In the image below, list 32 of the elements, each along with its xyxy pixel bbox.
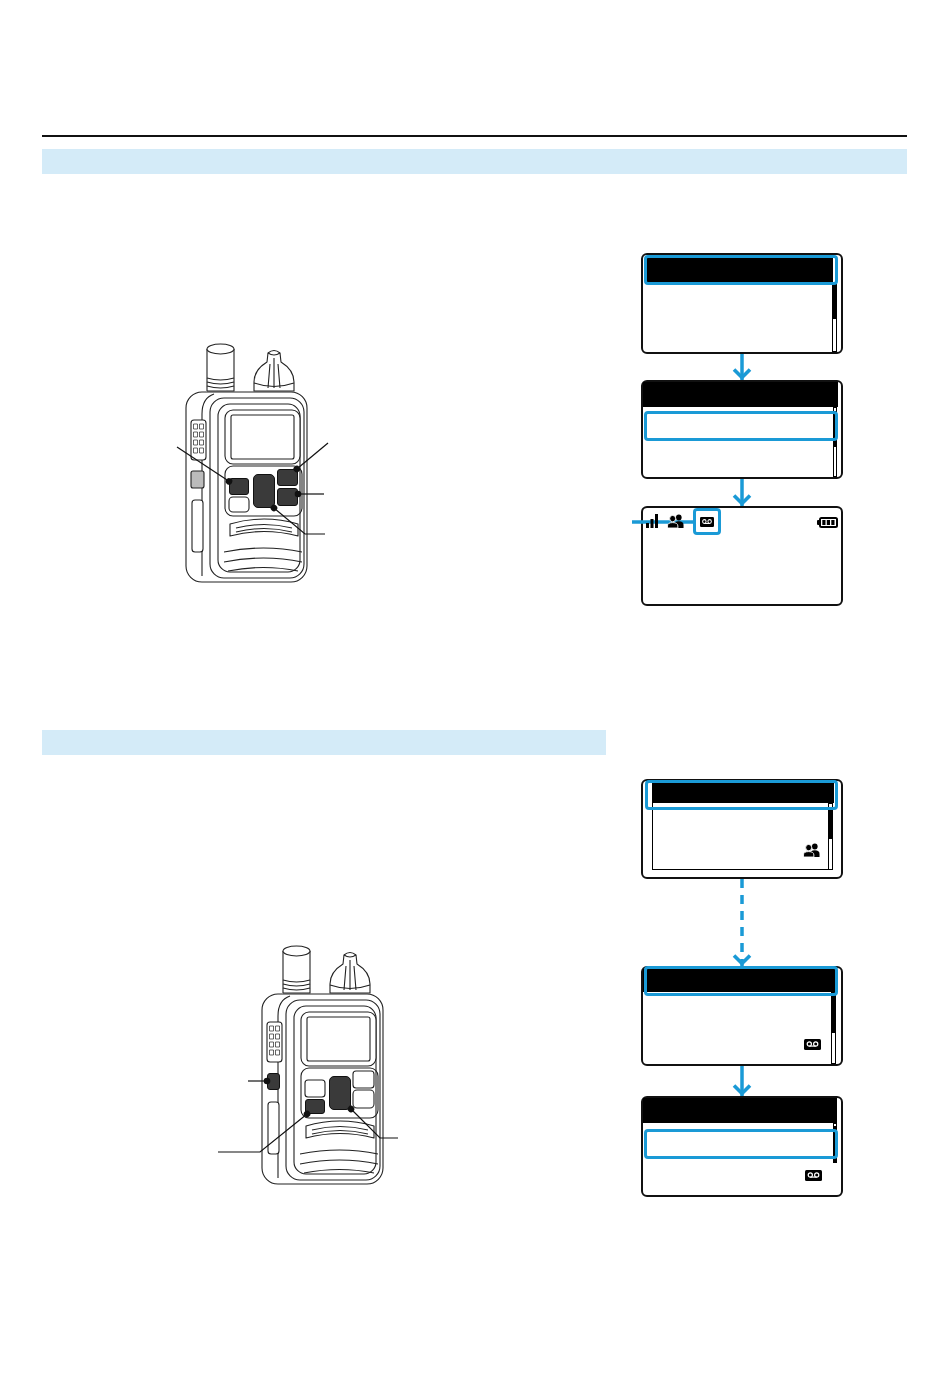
section-heading-band — [42, 149, 907, 174]
flow-arrow — [732, 354, 752, 380]
radio-key — [253, 474, 275, 508]
lcd-screen — [641, 1096, 843, 1197]
lcd-screen — [641, 380, 843, 479]
radio-key — [277, 469, 298, 486]
leader-line — [347, 1105, 399, 1139]
lcd-screen — [641, 779, 843, 879]
leader-line — [247, 1077, 271, 1085]
radio-key — [305, 1099, 325, 1114]
flow-arrow — [732, 479, 752, 506]
leader-line — [632, 520, 693, 524]
radio-key — [277, 488, 298, 506]
leader-line — [293, 442, 329, 473]
flow-arrow — [732, 879, 752, 966]
flow-arrow — [732, 1066, 752, 1096]
highlight-frame — [693, 508, 721, 535]
radio-key — [229, 478, 249, 495]
two-way-radio — [258, 942, 386, 1188]
menu-title-bar — [643, 382, 838, 407]
leader-line — [217, 1110, 311, 1153]
radio-key — [329, 1076, 351, 1110]
lcd-screen — [641, 506, 843, 606]
menu-title-bar — [643, 1098, 837, 1123]
section-heading-band — [42, 730, 606, 755]
leader-line — [270, 504, 326, 535]
lcd-screen — [641, 253, 843, 354]
two-way-radio — [182, 340, 310, 586]
leader-line — [176, 446, 233, 485]
leader-line — [294, 490, 325, 498]
menu-title-bar — [653, 783, 834, 803]
lcd-screen — [641, 966, 843, 1066]
